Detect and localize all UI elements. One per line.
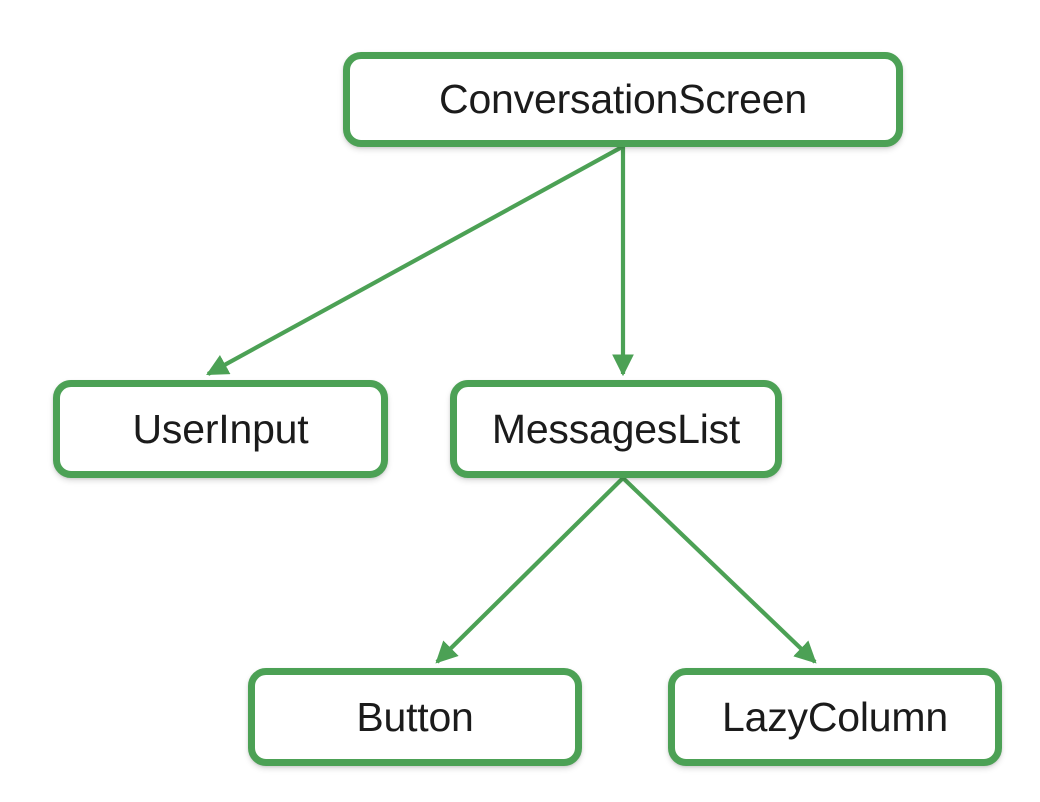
node-userinput[interactable]: UserInput: [53, 380, 388, 478]
node-label: ConversationScreen: [439, 76, 807, 122]
edge-messageslist-to-lazycolumn: [621, 476, 817, 664]
node-conversationscreen[interactable]: ConversationScreen: [343, 52, 903, 147]
edge-messageslist-to-button: [435, 476, 625, 664]
node-label: LazyColumn: [722, 693, 948, 740]
edge-conversationscreen-to-userinput: [206, 145, 624, 376]
node-lazycolumn[interactable]: LazyColumn: [668, 668, 1002, 766]
node-messageslist[interactable]: MessagesList: [450, 380, 782, 478]
node-label: UserInput: [132, 405, 309, 452]
node-label: Button: [356, 693, 474, 740]
node-button[interactable]: Button: [248, 668, 582, 766]
node-label: MessagesList: [491, 405, 741, 452]
